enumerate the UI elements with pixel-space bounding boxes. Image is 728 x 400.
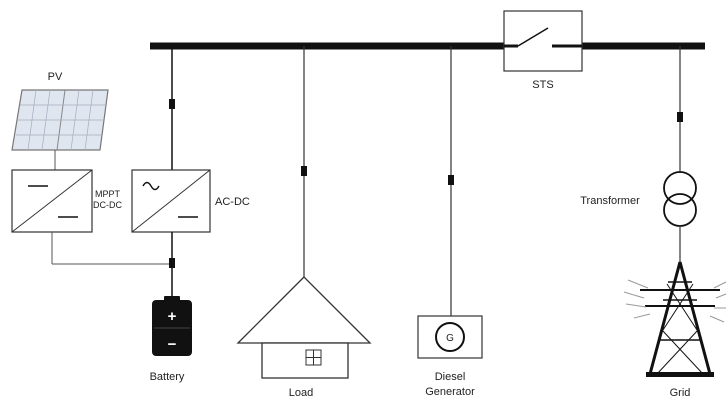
diesel-label-line2: Generator: [425, 386, 475, 398]
sts-switch: [503, 10, 583, 72]
acdc-label: AC-DC: [215, 196, 250, 208]
battery-plus-symbol: +: [168, 308, 177, 325]
diesel-label-line1: Diesel: [435, 371, 466, 383]
battery-breaker: [169, 258, 175, 268]
grid-label: Grid: [670, 387, 691, 399]
pv-label: PV: [48, 71, 63, 83]
battery-icon: [152, 296, 192, 356]
pv-panel-icon: [11, 89, 109, 151]
diesel-generator-icon: [417, 315, 483, 359]
mppt-label-line2: DC-DC: [93, 200, 122, 210]
acdc-converter-icon: [131, 169, 211, 233]
battery-minus-symbol: −: [168, 336, 177, 353]
mppt-dcdc-converter-icon: [11, 169, 93, 233]
generator-breaker: [448, 175, 454, 185]
load-breaker: [301, 166, 307, 176]
grid-breaker: [677, 112, 683, 122]
house-load-icon: [236, 276, 372, 379]
transformer-icon: [663, 171, 697, 227]
mppt-label-line1: MPPT: [95, 189, 121, 199]
acdc-breaker: [169, 99, 175, 109]
transformer-label: Transformer: [580, 195, 640, 207]
battery-label: Battery: [150, 371, 185, 383]
sts-label: STS: [532, 79, 553, 91]
generator-symbol: G: [446, 333, 454, 344]
load-label: Load: [289, 387, 313, 399]
transmission-tower-icon: [623, 261, 727, 377]
